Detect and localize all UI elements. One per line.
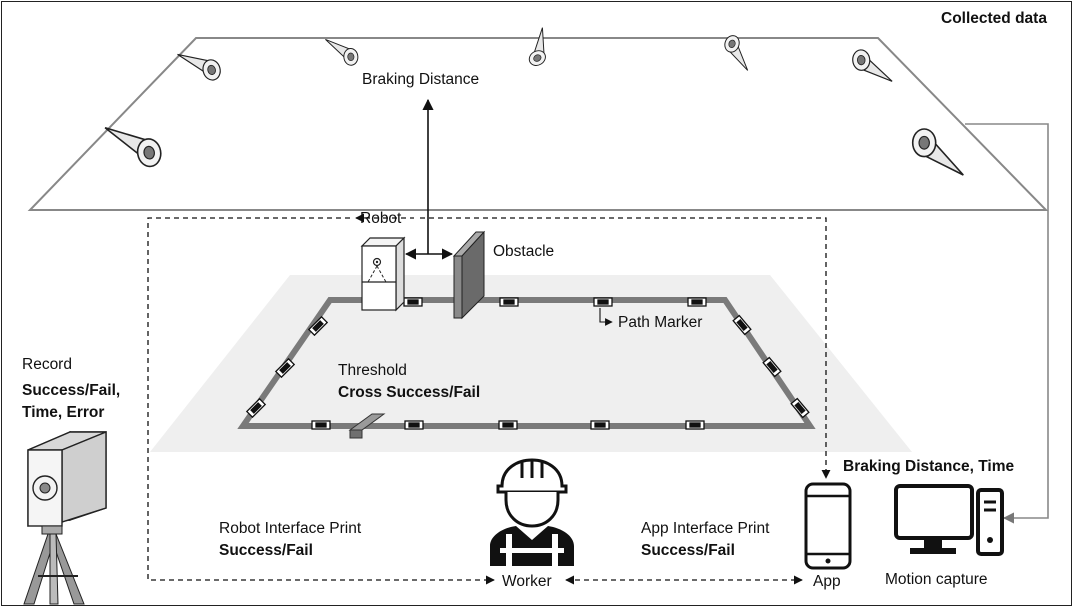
- tripod-camera-icon: [23, 430, 107, 605]
- record-label: Record: [22, 356, 72, 373]
- record-items-2: Time, Error: [22, 404, 105, 421]
- app-interface-result: Success/Fail: [641, 542, 735, 559]
- worker-icon: [490, 458, 574, 566]
- threshold-bar: [348, 413, 386, 439]
- threshold-result-label: Cross Success/Fail: [338, 384, 481, 401]
- capture-ceiling: [27, 37, 1049, 211]
- braking-distance-label: Braking Distance: [362, 71, 480, 88]
- record-items-1: Success/Fail,: [22, 382, 121, 399]
- robot-interface-label: Robot Interface Print: [219, 520, 362, 537]
- worker-label: Worker: [502, 573, 552, 590]
- collected-data-title: Collected data: [941, 10, 1047, 27]
- app-label: App: [813, 573, 841, 590]
- motion-capture-output-label: Braking Distance, Time: [843, 458, 1015, 475]
- motion-capture-label: Motion capture: [885, 571, 988, 588]
- robot-label: Robot: [360, 210, 402, 227]
- computer-icon: [894, 484, 1004, 556]
- app-interface-label: App Interface Print: [641, 520, 770, 537]
- robot-interface-result: Success/Fail: [219, 542, 313, 559]
- path-marker-icon: [245, 297, 810, 430]
- obstacle-icon: [452, 230, 486, 320]
- track-path: [237, 297, 816, 429]
- floor-area: [150, 275, 912, 452]
- path-marker-label: Path Marker: [618, 314, 703, 331]
- obstacle-label: Obstacle: [493, 243, 555, 260]
- robot-icon: [360, 236, 406, 312]
- phone-icon: [804, 482, 852, 570]
- threshold-label: Threshold: [338, 362, 407, 379]
